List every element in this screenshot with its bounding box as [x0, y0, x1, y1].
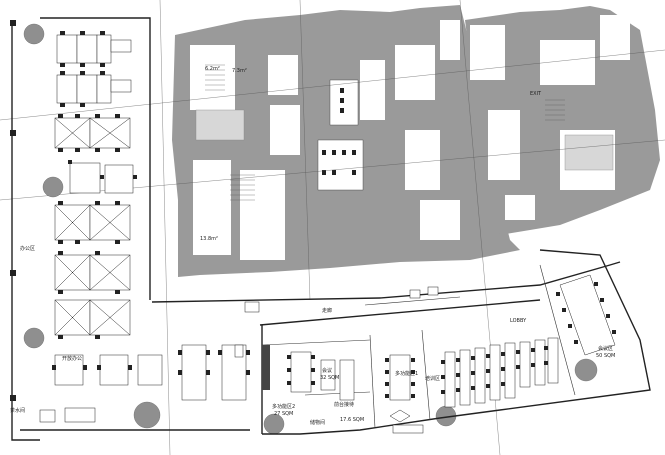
- workstation-clusters: 开放办公: [52, 31, 250, 401]
- building-core: 6.2m² 7.3m² 13.8m² EXIT: [172, 5, 660, 277]
- entrance-area: [20, 344, 270, 431]
- meeting-room-right: 会议区 50 SQM: [556, 274, 616, 359]
- corridor-label: 走廊: [322, 307, 332, 314]
- reception-label: 前台接待: [334, 401, 354, 408]
- training-room: 培训区 LOBBY: [425, 318, 559, 408]
- meeting-left-room: 会议 32 SQM: [320, 359, 355, 401]
- tea-room-label: 茶水间: [10, 407, 25, 414]
- multi-zone-2-room: 多功能区2 27 SQM: [272, 351, 315, 417]
- lower-suite-walls: [151, 249, 651, 435]
- corridor-furniture: [244, 286, 439, 313]
- training-label: 培训区: [425, 375, 440, 382]
- office-a-label: 办公区: [20, 245, 35, 252]
- columns: [23, 23, 598, 435]
- area-label-b: 7.3m²: [232, 68, 247, 74]
- meeting-left-area: 32 SQM: [320, 375, 339, 381]
- multi-zone-1-label: 多功能区1: [395, 370, 418, 377]
- left-wing-walls: [10, 17, 151, 441]
- multi-zone-2-label: 多功能区2: [272, 403, 295, 410]
- meeting-right-area: 50 SQM: [596, 353, 615, 359]
- office-label: 开放办公: [62, 355, 82, 362]
- multi-zone-2-area: 27 SQM: [274, 411, 293, 417]
- lobby-label: LOBBY: [510, 318, 527, 324]
- area-label-stair: 13.8m²: [200, 236, 218, 242]
- meeting-right-label: 会议区: [598, 345, 613, 352]
- reception-area: 17.6 SQM: [340, 417, 364, 423]
- meeting-left-label: 会议: [322, 367, 332, 374]
- meeting-room-center: 多功能区1: [385, 354, 424, 434]
- exit-label: EXIT: [530, 91, 542, 97]
- area-label-a: 6.2m²: [205, 66, 220, 72]
- reception-room: 前台接待 17.6 SQM 储物间: [310, 401, 364, 426]
- storage-label: 储物间: [310, 419, 325, 426]
